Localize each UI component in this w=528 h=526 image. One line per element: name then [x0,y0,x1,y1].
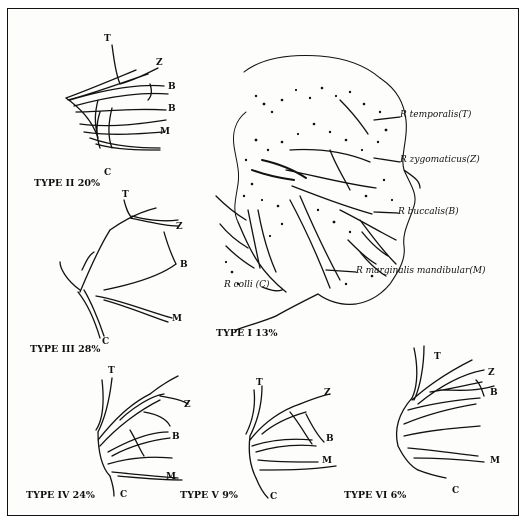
temporalis-label: R temporalis(T) [400,110,471,120]
t3-letter-c: C [102,337,109,347]
type-iii-nerve-drawing [60,200,178,338]
type-ii-caption: TYPE II 20% [34,178,100,189]
buccalis-label: R buccalis(B) [398,207,459,217]
t5-letter-c: C [270,492,277,502]
t2-letter-b1: B [168,82,176,92]
t2-letter-t: T [104,34,111,44]
t5-letter-z: Z [324,388,331,398]
t6-letter-m: M [490,456,500,466]
t4-letter-t: T [108,366,115,376]
type-v-caption: TYPE V 9% [180,490,238,501]
t2-letter-b2: B [168,104,176,114]
t3-letter-z: Z [176,222,183,232]
type-ii-nerve-drawing [66,45,168,150]
t5-letter-t: T [256,378,263,388]
t4-letter-z: Z [184,400,191,410]
marginalis-label: R marginalis mandibular(M) [356,266,486,276]
type-vi-caption: TYPE VI 6% [344,490,406,501]
t2-letter-m: M [160,127,170,137]
t4-letter-c: C [120,490,127,500]
t2-letter-c: C [104,168,111,178]
t2-letter-z: Z [156,58,163,68]
t3-letter-b: B [180,260,188,270]
type-vi-nerve-drawing [397,346,494,478]
t6-letter-c: C [452,486,459,496]
type-iv-caption: TYPE IV 24% [26,490,95,501]
t5-letter-b: B [326,434,334,444]
t4-letter-m: M [166,472,176,482]
t5-letter-m: M [322,456,332,466]
stipple-shading [225,87,393,285]
type-v-nerve-drawing [246,386,336,498]
type-i-caption: TYPE I 13% [216,328,278,339]
t3-letter-t: T [122,190,129,200]
zygomaticus-label: R zygomaticus(Z) [400,155,480,165]
t6-letter-t: T [434,352,441,362]
t3-letter-m: M [172,314,182,324]
type-iii-caption: TYPE III 28% [30,344,100,355]
t6-letter-z: Z [488,368,495,378]
t4-letter-b: B [172,432,180,442]
t6-letter-b: B [490,388,498,398]
colli-label: R colli (C) [224,280,270,290]
